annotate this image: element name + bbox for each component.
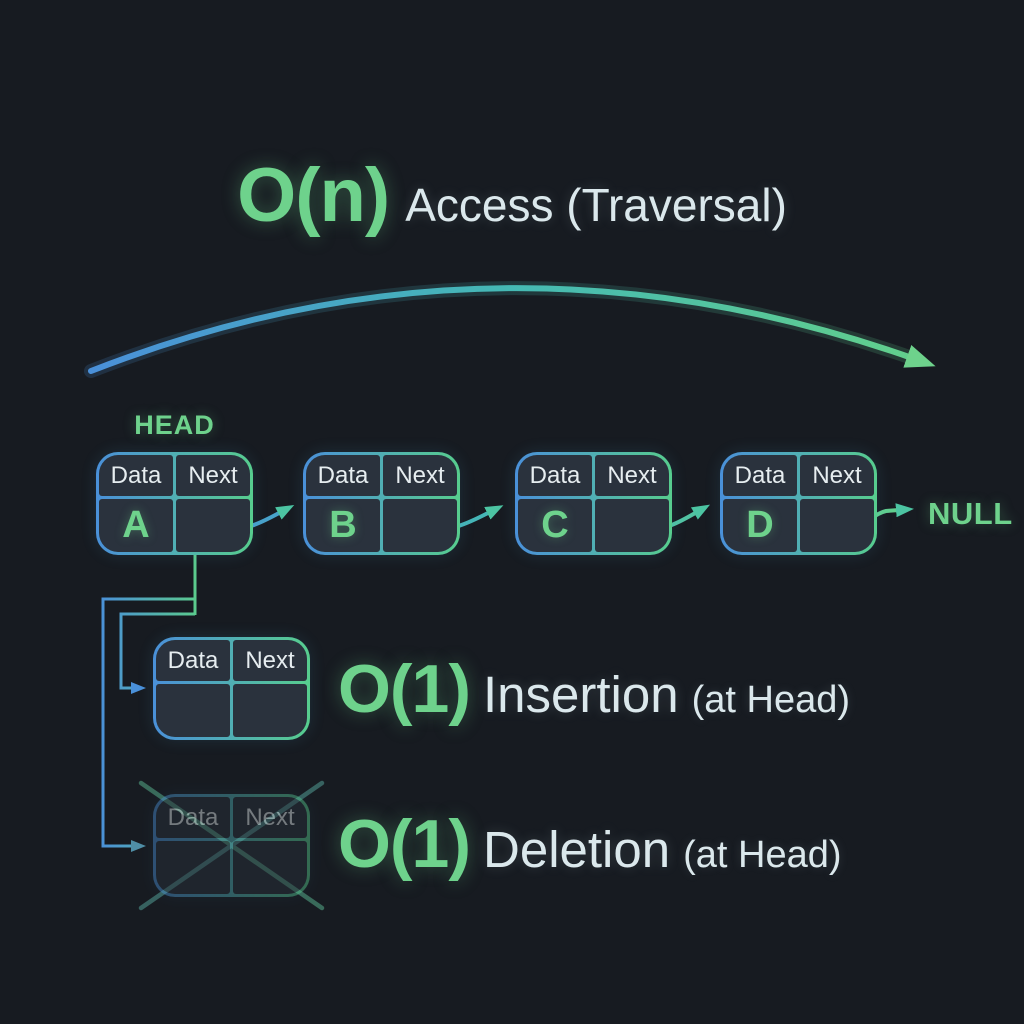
- data-header-cell: Data: [99, 455, 173, 496]
- deletion-caption: O(1) Deletion (at Head): [338, 805, 842, 883]
- list-node-d: Data Next D: [720, 452, 877, 555]
- next-header-cell: Next: [383, 455, 457, 496]
- next-header-cell: Next: [800, 455, 874, 496]
- next-pointer-cell: [800, 499, 874, 552]
- insertion-label: Insertion: [483, 666, 679, 723]
- data-header-cell: Data: [518, 455, 592, 496]
- next-pointer-cell: [176, 499, 250, 552]
- list-node-a: Data Next A: [96, 452, 253, 555]
- deletion-qualifier: (at Head): [683, 834, 842, 876]
- deletion-label: Deletion: [483, 821, 671, 878]
- next-header-cell: Next: [233, 797, 307, 838]
- insertion-caption: O(1) Insertion (at Head): [338, 650, 850, 728]
- next-pointer-cell: [233, 841, 307, 894]
- data-header-cell: Data: [306, 455, 380, 496]
- data-value-cell: A: [99, 499, 173, 552]
- insertion-qualifier: (at Head): [691, 679, 851, 721]
- access-complexity: O(n): [237, 153, 390, 238]
- data-value-cell: [156, 841, 230, 894]
- insertion-complexity: O(1): [338, 651, 471, 727]
- data-value-cell: D: [723, 499, 797, 552]
- access-label: Access (Traversal): [405, 179, 787, 231]
- next-header-cell: Next: [233, 640, 307, 681]
- deletion-node: Data Next: [153, 794, 310, 897]
- null-label: NULL: [928, 496, 1013, 531]
- data-header-cell: Data: [156, 640, 230, 681]
- list-node-b: Data Next B: [303, 452, 460, 555]
- deletion-complexity: O(1): [338, 806, 471, 882]
- next-header-cell: Next: [176, 455, 250, 496]
- data-value-cell: C: [518, 499, 592, 552]
- data-header-cell: Data: [156, 797, 230, 838]
- next-pointer-cell: [233, 684, 307, 737]
- next-pointer-cell: [383, 499, 457, 552]
- list-node-c: Data Next C: [515, 452, 672, 555]
- traversal-arc-arrow: [84, 281, 936, 378]
- access-caption: O(n) Access (Traversal): [0, 152, 1024, 239]
- next-pointer-cell: [595, 499, 669, 552]
- insertion-node: Data Next: [153, 637, 310, 740]
- data-header-cell: Data: [723, 455, 797, 496]
- head-label: HEAD: [134, 410, 215, 440]
- next-header-cell: Next: [595, 455, 669, 496]
- data-value-cell: [156, 684, 230, 737]
- data-value-cell: B: [306, 499, 380, 552]
